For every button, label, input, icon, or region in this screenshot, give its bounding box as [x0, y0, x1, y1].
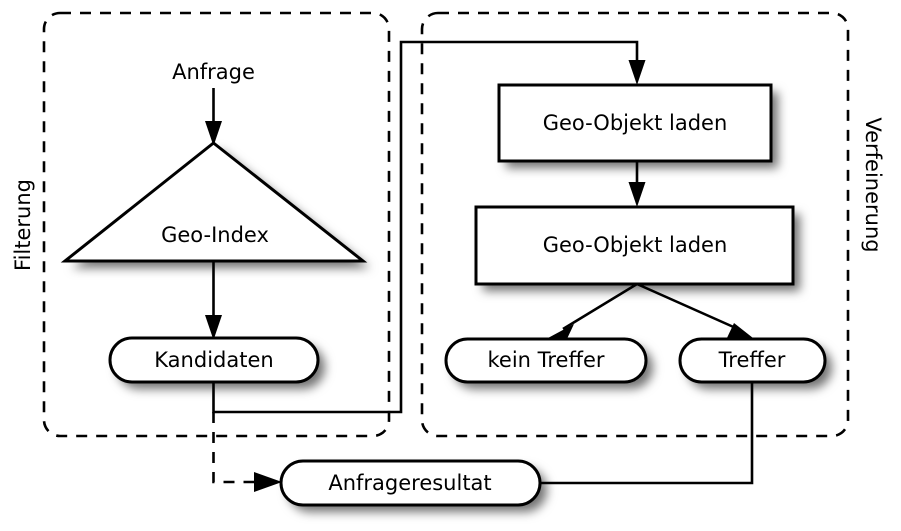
node-geo-objekt-laden-2[interactable]: Geo-Objekt laden — [474, 205, 795, 286]
verfeinerung-label: Verfeinerung — [861, 117, 885, 252]
edge-kandidaten-to-anfrageresultat — [212, 412, 282, 492]
anfrage-label: Anfrage — [172, 60, 255, 84]
geo-index-label: Geo-Index — [161, 223, 269, 247]
filterung-label: Filterung — [11, 179, 35, 271]
kandidaten-body — [110, 338, 318, 382]
node-geo-index[interactable]: Geo-Index — [60, 141, 368, 263]
geo-index-body — [65, 143, 363, 261]
node-treffer[interactable]: Treffer — [678, 337, 827, 384]
arrow-head-icon — [254, 472, 282, 492]
edge-geo-objekt-laden-2-to-kein-treffer — [548, 282, 638, 341]
node-kein-treffer[interactable]: kein Treffer — [444, 337, 648, 384]
treffer-label: Treffer — [718, 348, 786, 372]
edge-anfrage-to-geo-index — [205, 88, 222, 146]
filterung-boundary — [42, 11, 391, 438]
edge-geo-objekt-laden-2-to-treffer — [636, 282, 753, 340]
edge-treffer-to-anfrageresultat — [540, 382, 754, 485]
kandidaten-outline — [108, 336, 320, 384]
edge-geo-index-to-kandidaten — [205, 261, 222, 340]
arrow-head-icon — [205, 121, 222, 146]
kein-treffer-body — [446, 339, 646, 382]
geo-objekt-laden-1-label: Geo-Objekt laden — [543, 111, 728, 135]
arrow-head-icon — [548, 324, 574, 341]
geo-objekt-laden-1-body — [499, 85, 771, 161]
node-anfrageresultat[interactable]: Anfrageresultat — [279, 459, 542, 507]
anfrageresultat-outline — [279, 459, 542, 507]
kein-treffer-outline — [444, 337, 648, 384]
node-geo-objekt-laden-1[interactable]: Geo-Objekt laden — [497, 83, 773, 163]
geo-objekt-laden-2-body — [476, 207, 793, 284]
arrow-head-icon — [628, 60, 646, 85]
arrow-head-icon — [628, 182, 646, 207]
edge-geo-objekt-laden-1-to-2 — [628, 161, 646, 207]
edge-kandidaten-to-geo-objekt-laden-1 — [212, 40, 646, 414]
treffer-outline — [678, 337, 827, 384]
group-verfeinerung: Verfeinerung — [420, 11, 885, 438]
anfrageresultat-body — [281, 461, 540, 505]
arrow-head-icon — [205, 315, 222, 340]
geo-objekt-laden-2-outline — [474, 205, 795, 286]
kein-treffer-label: kein Treffer — [487, 348, 604, 372]
geo-objekt-laden-1-outline — [497, 83, 773, 163]
node-anfrage: Anfrage — [172, 60, 255, 84]
arrow-head-icon — [726, 323, 753, 340]
treffer-body — [680, 339, 825, 382]
verfeinerung-boundary — [420, 11, 850, 438]
anfrageresultat-label: Anfrageresultat — [328, 471, 491, 495]
kandidaten-label: Kandidaten — [154, 348, 273, 372]
node-kandidaten[interactable]: Kandidaten — [108, 336, 320, 384]
geo-index-outline — [60, 141, 368, 263]
geo-objekt-laden-2-label: Geo-Objekt laden — [543, 233, 728, 257]
group-filterung: Filterung — [11, 11, 391, 438]
